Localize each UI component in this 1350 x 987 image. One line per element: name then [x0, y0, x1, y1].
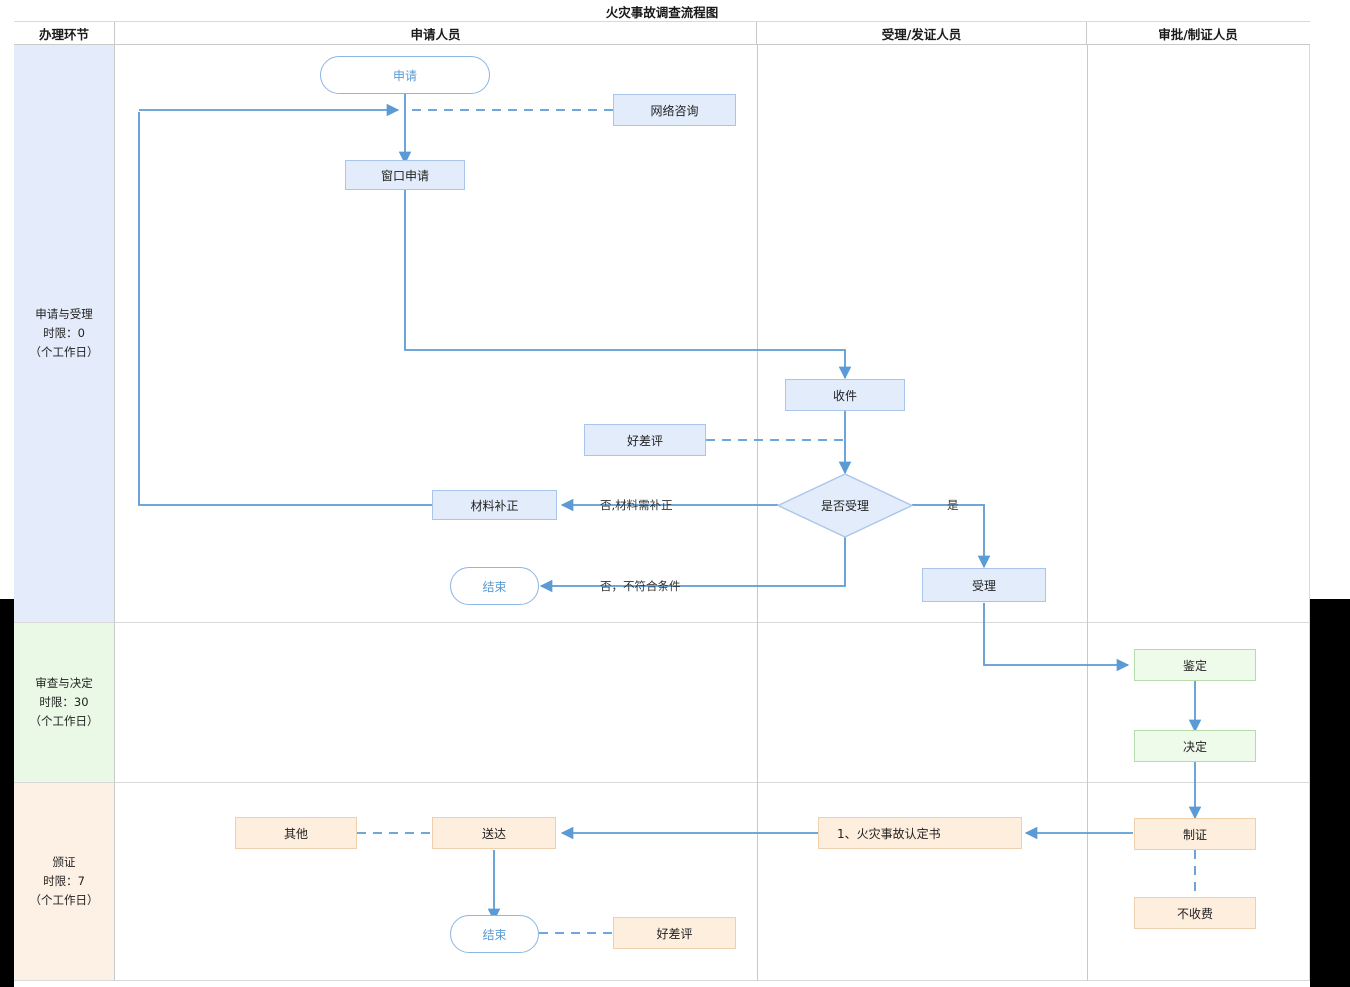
node-make-certificate[interactable]: 制证	[1134, 818, 1256, 850]
column-header-applicant: 申请人员	[115, 22, 757, 44]
node-supplement-materials[interactable]: 材料补正	[432, 490, 557, 520]
edge-label-no-supplement: 否,材料需补正	[600, 498, 673, 512]
node-decision[interactable]: 决定	[1134, 730, 1256, 762]
diagram-title: 火灾事故调查流程图	[14, 2, 1310, 22]
node-deliver[interactable]: 送达	[432, 817, 556, 849]
diamond-shape-icon	[777, 473, 913, 538]
column-header-stage: 办理环节	[14, 22, 115, 44]
node-decision-accept-label: 是否受理	[820, 499, 869, 513]
node-online-consult[interactable]: 网络咨询	[613, 94, 736, 126]
node-accept[interactable]: 受理	[922, 568, 1046, 602]
column-header-row: 办理环节 申请人员 受理/发证人员 审批/制证人员	[14, 22, 1310, 45]
lane0-limit: 时限：0	[43, 326, 85, 340]
lane-label-application: 申请与受理 时限：0 （个工作日）	[14, 45, 115, 623]
node-appraisal[interactable]: 鉴定	[1134, 649, 1256, 681]
letterbox-bar-left	[0, 599, 14, 987]
lane-label-review: 审查与决定 时限：30 （个工作日）	[14, 623, 115, 783]
lane-body-issue	[115, 783, 1310, 981]
node-other[interactable]: 其他	[235, 817, 357, 849]
column-header-approval: 审批/制证人员	[1158, 26, 1238, 42]
node-review-first[interactable]: 好差评	[584, 424, 706, 456]
lane0-name: 申请与受理	[35, 307, 93, 321]
column-header-acceptance: 受理/发证人员	[757, 22, 1087, 44]
lane1-name: 审查与决定	[35, 676, 93, 690]
lane-label-issue: 颁证 时限：7 （个工作日）	[14, 783, 115, 981]
lane0-unit: （个工作日）	[29, 345, 99, 359]
column-separator-2	[1087, 45, 1088, 981]
lane2-unit: （个工作日）	[29, 893, 99, 907]
edge-label-no-condition: 否，不符合条件	[600, 579, 681, 593]
lane-body-review	[115, 623, 1310, 783]
lane2-limit: 时限：7	[43, 874, 85, 888]
lane2-name: 颁证	[52, 855, 76, 869]
node-end-first[interactable]: 结束	[450, 567, 539, 605]
node-no-fee[interactable]: 不收费	[1134, 897, 1256, 929]
edge-label-yes: 是	[947, 498, 959, 512]
column-separator-1	[757, 45, 758, 981]
lane1-limit: 时限：30	[39, 695, 89, 709]
lane-body-application	[115, 45, 1310, 623]
node-review-second[interactable]: 好差评	[613, 917, 736, 949]
node-end-second[interactable]: 结束	[450, 915, 539, 953]
node-fire-accident-certificate[interactable]: 1、火灾事故认定书	[818, 817, 1022, 849]
node-window-application[interactable]: 窗口申请	[345, 160, 465, 190]
node-receive[interactable]: 收件	[785, 379, 905, 411]
letterbox-bar-right	[1310, 599, 1350, 987]
node-start[interactable]: 申请	[320, 56, 490, 94]
lane1-unit: （个工作日）	[29, 714, 99, 728]
node-decision-accept[interactable]: 是否受理	[777, 473, 913, 538]
